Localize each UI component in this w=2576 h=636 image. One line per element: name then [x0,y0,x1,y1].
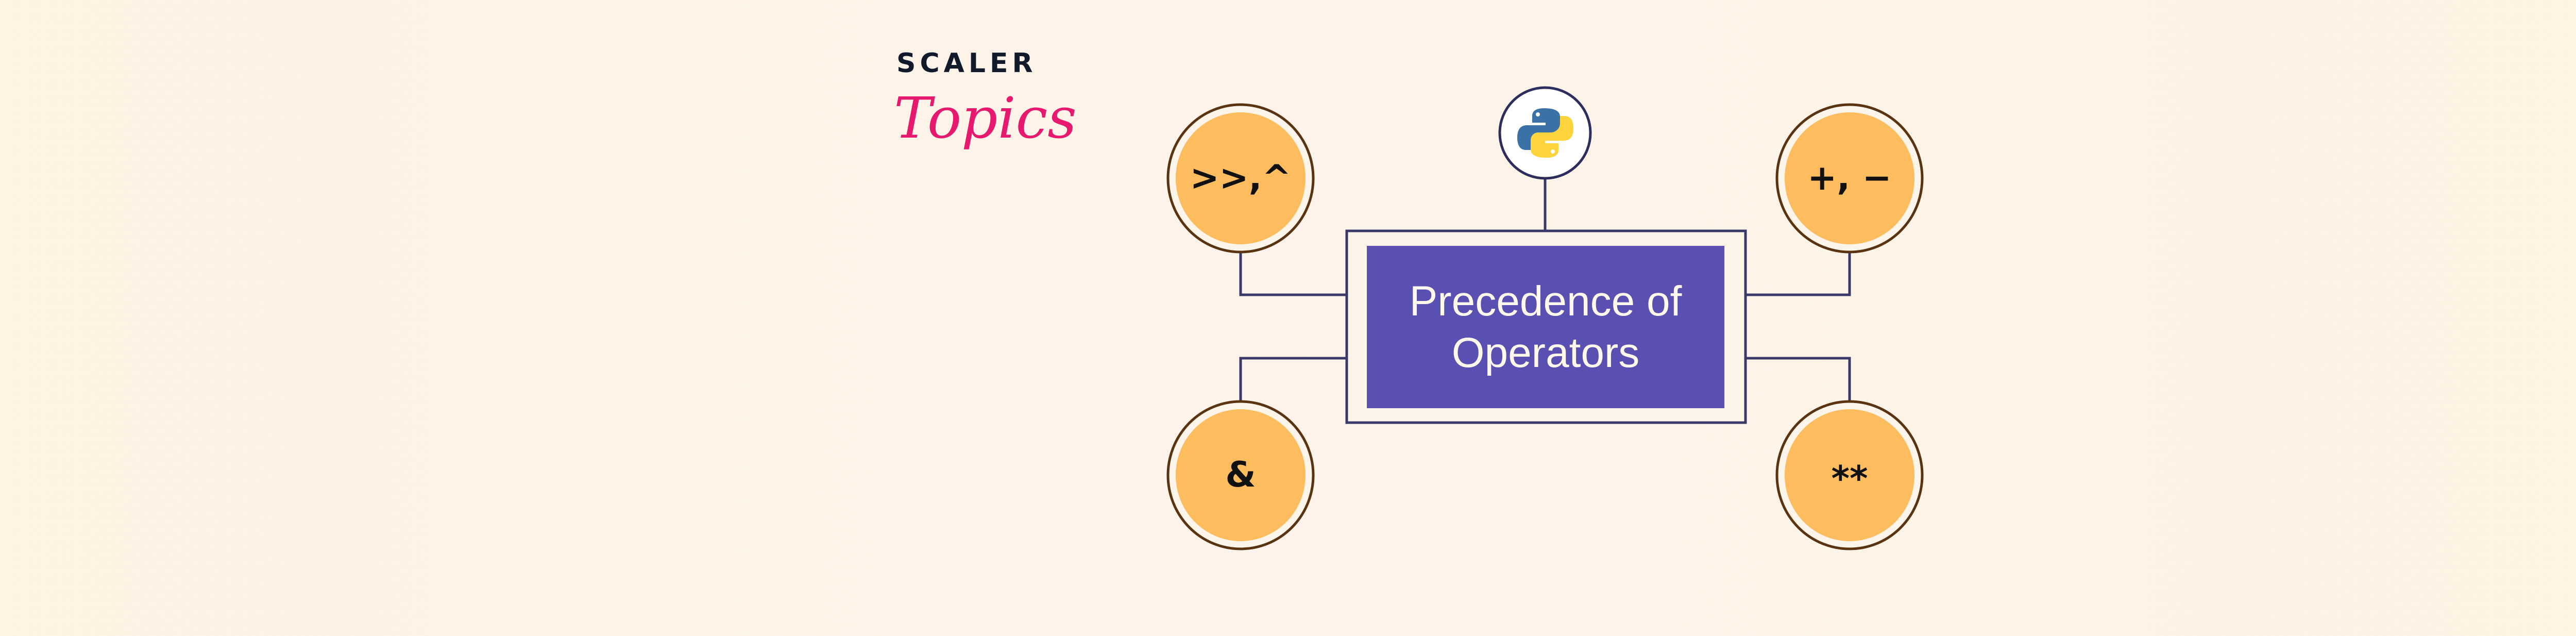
center-title: Precedence of Operators [1367,246,1724,408]
bubble-bottom-left [1166,400,1315,550]
center-title-line1: Precedence of [1409,277,1682,325]
logo-topics: Topics [894,85,1077,151]
connector-bottom-right [1747,357,1851,402]
bubble-top-right [1775,103,1924,254]
operator-bottom-right: ** [1831,459,1868,499]
center-title-line2: Operators [1451,329,1640,376]
bubble-bottom-right [1775,400,1924,550]
bubble-top-left [1166,103,1315,254]
connector-bottom-left [1239,357,1346,402]
operator-top-left: >>,^ [1190,158,1292,198]
operator-top-right: +, − [1807,158,1892,198]
operator-bottom-left: & [1225,455,1256,495]
center-box [1367,246,1724,408]
connector-top-right [1747,252,1851,296]
logo-scaler: SCALER [896,48,1037,79]
python-logo-icon [1498,86,1592,180]
connector-top-left [1239,252,1346,296]
